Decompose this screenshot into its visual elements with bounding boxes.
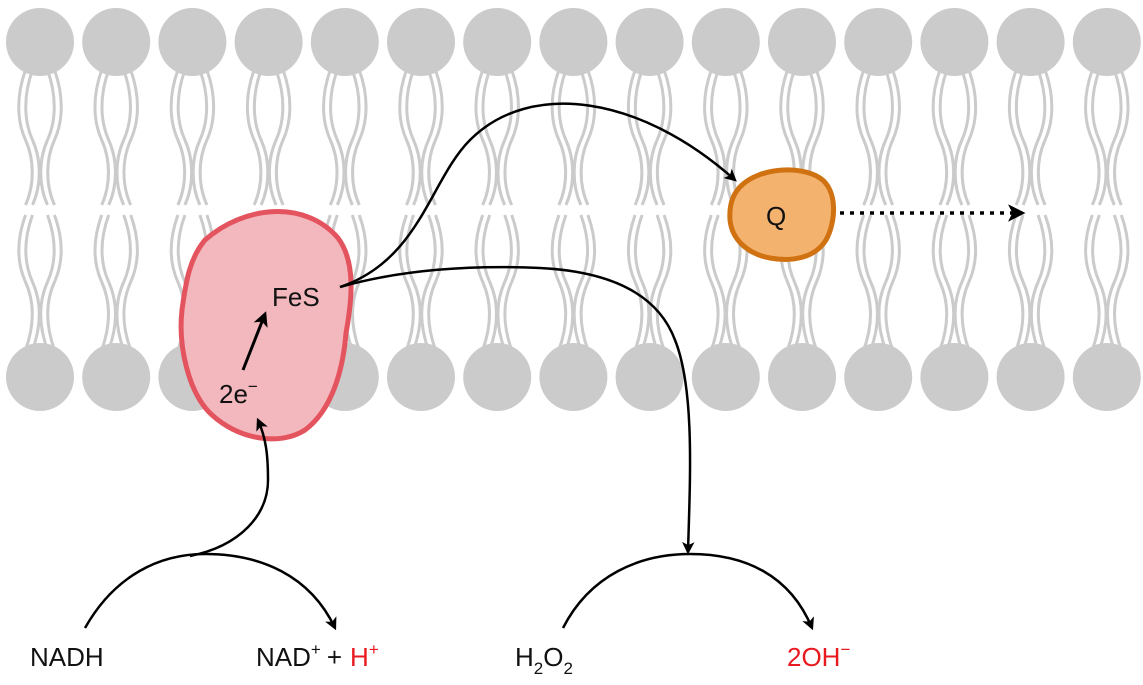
h2o2-sub-2: 2	[563, 659, 572, 678]
lipid-tail	[1029, 69, 1047, 351]
lipid-tail	[115, 69, 132, 351]
lipid-tail	[1113, 69, 1130, 351]
lipid-head	[920, 343, 989, 411]
hydroxide-text: 2OH	[787, 642, 840, 672]
lipid-head	[844, 8, 913, 76]
lipid-tail	[24, 69, 41, 351]
complex-i-protein	[178, 209, 354, 442]
lipid-tail	[655, 69, 673, 351]
lipid-tail	[855, 69, 872, 351]
lipid-head	[539, 8, 608, 76]
lipid-tail	[503, 69, 520, 351]
lipid-tail	[1036, 69, 1054, 351]
arrow-fes-to-quinone	[339, 102, 737, 289]
lipid-head	[1072, 343, 1141, 411]
lipid-tail	[884, 69, 901, 351]
electrons-coefficient: 2e	[219, 379, 248, 409]
lipid-head	[6, 343, 74, 411]
electrons-charge: −	[248, 377, 258, 396]
hydroxide-charge: −	[840, 640, 850, 659]
lipid-tail	[877, 69, 894, 351]
lipid-tail	[648, 69, 666, 351]
lipid-head	[82, 8, 151, 76]
lipid-head	[463, 8, 532, 76]
lipid-tail	[100, 69, 117, 351]
arrow-fes-to-h2o2	[339, 265, 695, 555]
fes-cluster-label: FeS	[272, 282, 320, 312]
lipid-tail	[427, 69, 444, 351]
quinone-molecule	[727, 167, 837, 262]
lipid-tail	[46, 69, 63, 351]
arrow-nadh-to-electrons	[189, 417, 270, 558]
lipid-tail	[938, 69, 956, 351]
lipid-head	[539, 343, 608, 411]
lipid-tail	[579, 69, 597, 351]
nad-charge: +	[311, 640, 321, 659]
proton-text: H	[350, 642, 369, 672]
lipid-tail	[398, 69, 415, 351]
lipid-tail	[557, 69, 575, 351]
lipid-tail	[93, 69, 110, 351]
lipid-tail	[496, 69, 513, 351]
lipid-tail	[953, 69, 971, 351]
hydroxide-label: 2OH−	[787, 640, 850, 672]
lipid-head	[691, 343, 760, 411]
lipid-tail	[420, 69, 437, 351]
lipid-tail	[633, 69, 651, 351]
lipid-head	[310, 8, 379, 76]
lipid-head	[768, 8, 836, 76]
lipid-tail	[1014, 69, 1032, 351]
hydrogen-peroxide-label: H2O2	[515, 642, 573, 678]
lipid-head	[691, 8, 760, 76]
lipid-tail	[703, 69, 720, 351]
lipid-tail	[122, 69, 139, 351]
lipid-head	[1072, 8, 1141, 76]
lipid-tail	[710, 69, 727, 351]
lipid-tail	[1106, 69, 1123, 351]
h2o2-sub-1: 2	[534, 659, 543, 678]
lipid-tail	[1091, 69, 1108, 351]
h2o2-h: H	[515, 642, 534, 672]
nadh-label: NADH	[30, 642, 104, 672]
lipid-head	[920, 8, 989, 76]
lipid-tail	[39, 69, 56, 351]
lipid-head	[387, 8, 455, 76]
lipid-head	[234, 8, 303, 76]
lipid-head	[158, 8, 227, 76]
lipid-tail	[17, 69, 34, 351]
arrow-nadh-oxidation	[83, 552, 337, 631]
lipid-tail	[626, 69, 644, 351]
lipid-head	[463, 343, 532, 411]
h2o2-o: O	[543, 642, 563, 672]
lipid-tail	[1007, 69, 1025, 351]
electrons-label: 2e−	[219, 377, 258, 409]
lipid-head	[844, 343, 913, 411]
lipid-head	[615, 343, 684, 411]
arrow-peroxide-reduction	[561, 552, 814, 631]
lipid-head	[6, 8, 74, 76]
plus-sign: +	[327, 642, 342, 672]
nad-plus-proton-label: NAD++H+	[256, 640, 379, 672]
lipid-head	[996, 343, 1065, 411]
proton-charge: +	[369, 640, 379, 659]
lipid-head	[768, 343, 836, 411]
lipid-tail	[1084, 69, 1101, 351]
lipid-tail	[931, 69, 949, 351]
lipid-tail	[862, 69, 879, 351]
lipid-head	[615, 8, 684, 76]
nad-text: NAD	[256, 642, 311, 672]
lipid-tail	[960, 69, 978, 351]
lipid-tail	[474, 69, 491, 351]
lipid-head	[387, 343, 455, 411]
lipid-tail	[572, 69, 590, 351]
lipid-tail	[550, 69, 568, 351]
arrow-electrons-to-fes	[241, 311, 268, 371]
lipid-head	[82, 343, 151, 411]
lipid-bilayer-membrane	[6, 8, 1141, 411]
lipid-tail	[481, 69, 498, 351]
lipid-head	[996, 8, 1065, 76]
quinone-label: Q	[766, 201, 786, 231]
